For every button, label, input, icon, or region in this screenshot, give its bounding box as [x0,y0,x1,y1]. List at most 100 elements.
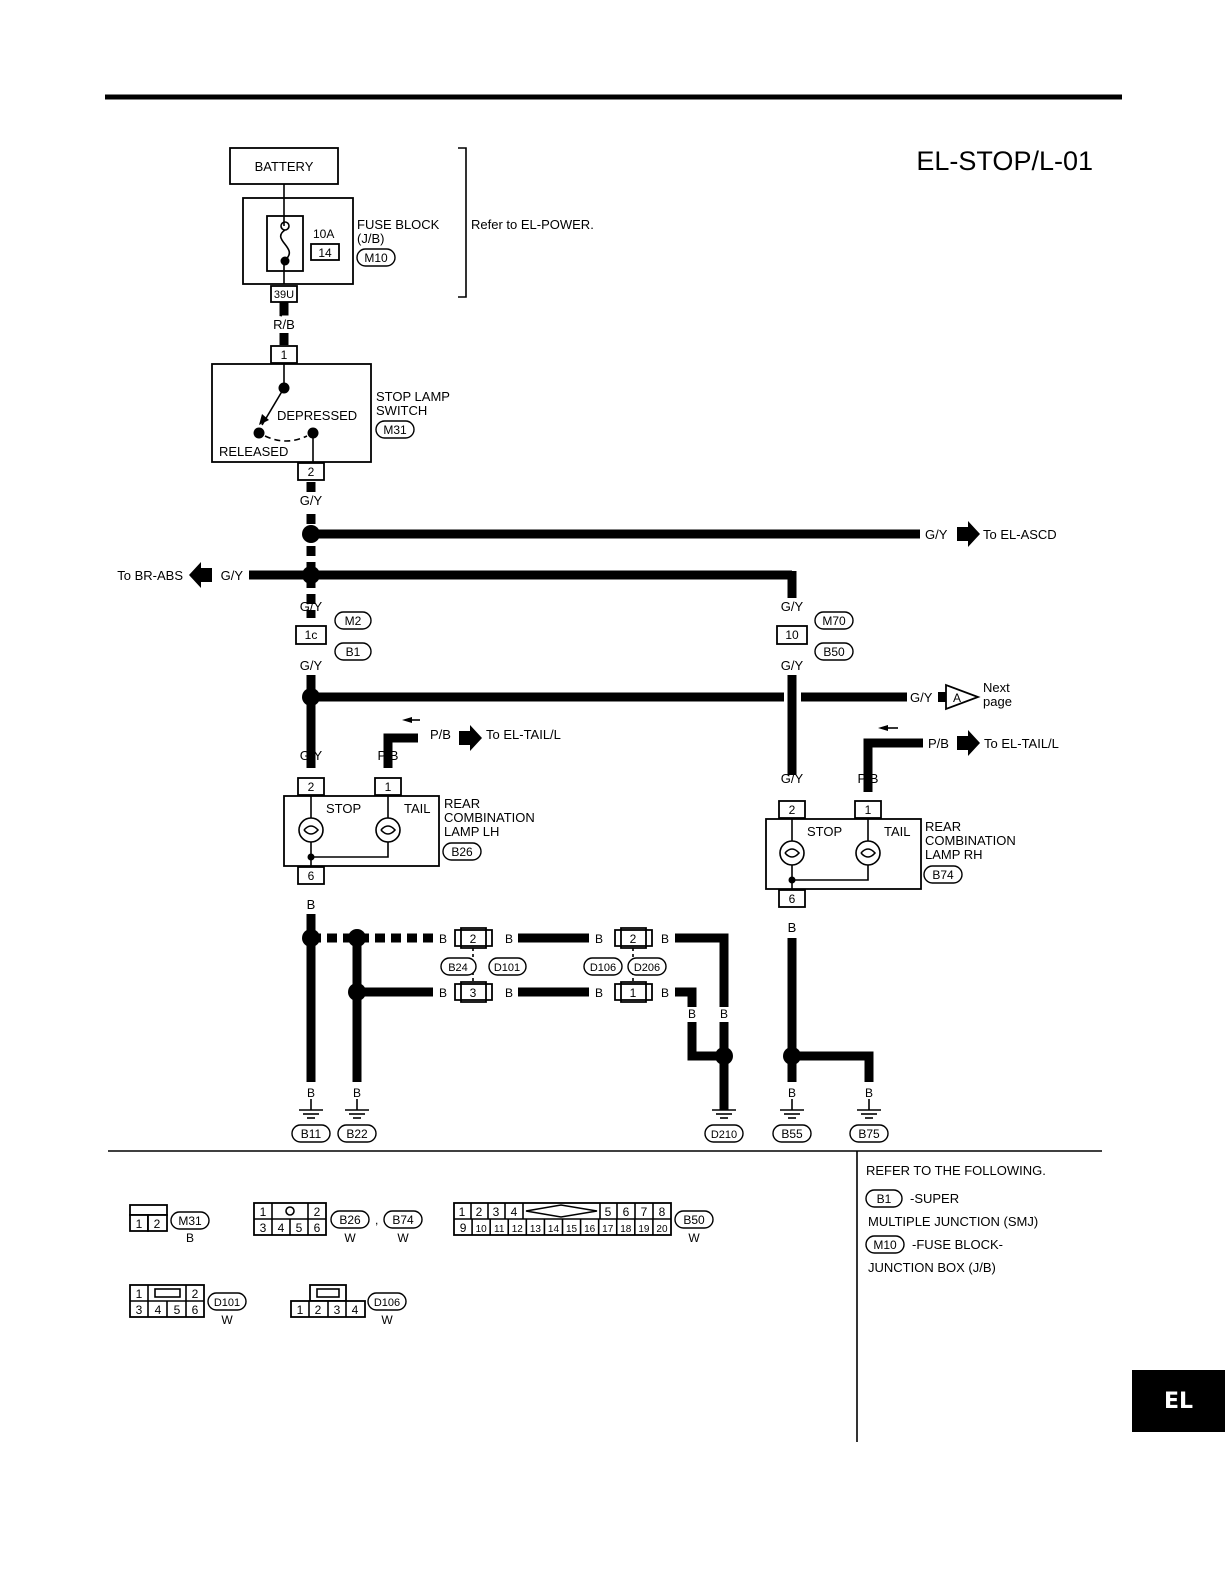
svg-text:2: 2 [314,1205,321,1219]
refer-item2-conn: M10 [873,1238,897,1252]
svg-text:W: W [221,1313,233,1327]
svg-text:4: 4 [511,1205,518,1219]
svg-text:B24: B24 [448,962,468,974]
wire-gy-ascd: G/Y [925,527,948,542]
fuse-block: 10A 14 [242,197,354,285]
junction-left: 1c M2 B1 [295,611,372,661]
b50-pin: 14 [548,1224,560,1235]
b50-pin: 12 [512,1224,524,1235]
to-abs: To BR-ABS [117,568,183,583]
legend-d101: 1 2 3 4 5 6 D101 W [129,1284,247,1327]
svg-text:B: B [353,1086,361,1100]
svg-text:TAIL: TAIL [404,801,431,816]
wire-b-rh: B [788,920,797,935]
wire-b-c2c: B [661,932,669,946]
svg-text:D206: D206 [634,962,660,974]
section-tab: EL [1132,1370,1225,1432]
svg-text:STOP: STOP [326,801,361,816]
arrow-right-icon [957,730,980,756]
svg-text:1: 1 [297,1303,304,1317]
to-ascd: To EL-ASCD [983,527,1057,542]
next-page-2: page [983,694,1012,709]
rear-lamp-rh: 2 1 STOP TAIL 6 [765,800,922,908]
wire-b-c1d: B [505,986,513,1000]
svg-text:7: 7 [641,1205,648,1219]
svg-text:4: 4 [352,1303,359,1317]
svg-text:6: 6 [314,1221,321,1235]
svg-text:39U: 39U [274,289,294,301]
svg-text:14: 14 [318,246,332,260]
svg-text:,: , [375,1213,378,1227]
wire-gy-r1: G/Y [781,599,804,614]
svg-text:4: 4 [278,1221,285,1235]
wire-b-c2d: B [661,986,669,1000]
wire-gy-3: G/Y [300,658,323,673]
wire-gy-2: G/Y [300,599,323,614]
svg-text:1: 1 [630,986,637,1000]
svg-text:M70: M70 [822,614,846,628]
svg-text:B: B [788,1086,796,1100]
wire-pb-rh: P/B [928,736,949,751]
svg-text:B75: B75 [858,1127,880,1141]
ground-b22: B B22 [337,1085,377,1143]
wire-pb-lh: P/B [430,727,451,742]
fuse-block-label: FUSE BLOCK [357,217,440,232]
lamp-rh-label1: REAR [925,819,961,834]
wire-b-c1a: B [439,932,447,946]
svg-text:M31: M31 [178,1214,202,1228]
svg-text:TAIL: TAIL [884,824,911,839]
refer-power: Refer to EL-POWER. [471,217,594,232]
fuse-block-conn: M10 [364,251,388,265]
connector-b24-d101: 2 3 B24 D101 [440,927,527,1003]
wire-b-lh: B [307,897,316,912]
stop-lamp-switch: 1 DEPRESSED RELEASED 2 [211,345,372,481]
svg-text:D101: D101 [214,1297,240,1309]
svg-text:W: W [688,1231,700,1245]
svg-text:2: 2 [308,465,315,479]
svg-text:2: 2 [470,932,477,946]
b50-pin: 9 [460,1221,467,1235]
svg-text:1: 1 [260,1205,267,1219]
arrow-left-icon [189,562,212,588]
junction-right: 10 M70 B50 [776,611,854,661]
b50-pin: 18 [620,1224,632,1235]
wire-b-c1c: B [505,932,513,946]
battery: BATTERY [229,147,339,185]
svg-text:3: 3 [493,1205,500,1219]
next-marker: A [953,691,961,705]
b50-pin: 20 [656,1224,668,1235]
svg-text:6: 6 [308,869,315,883]
svg-text:B50: B50 [823,645,845,659]
svg-text:B22: B22 [346,1127,368,1141]
b50-pin: 19 [638,1224,650,1235]
legend-b26-b74: 1 2 3 4 5 6 B26 W , B74 W [253,1202,423,1245]
refer-item1-text: -SUPER [910,1191,959,1206]
svg-text:10: 10 [785,628,799,642]
svg-text:2: 2 [308,780,315,794]
next-page-marker [945,683,981,711]
svg-text:W: W [397,1231,409,1245]
svg-text:1: 1 [136,1217,143,1231]
arrow-right-icon [957,521,980,547]
svg-text:D106: D106 [590,962,616,974]
fuse-icon [279,229,291,261]
refer-heading: REFER TO THE FOLLOWING. [866,1163,1046,1178]
next-page-1: Next [983,680,1010,695]
connector-d106-d206: 2 1 D106 D206 [583,927,667,1003]
svg-text:B74: B74 [392,1213,414,1227]
stop-switch-conn: M31 [383,423,407,437]
refer-item1-cont: MULTIPLE JUNCTION (SMJ) [868,1214,1038,1229]
svg-text:W: W [344,1231,356,1245]
lamp-rh-label2: COMBINATION [925,833,1016,848]
wire-gy-rh: G/Y [781,771,804,786]
wire-gy-r2: G/Y [781,658,804,673]
svg-text:1: 1 [385,780,392,794]
b50-pin: 11 [494,1224,505,1235]
refer-item1-conn: B1 [877,1192,892,1206]
svg-text:2: 2 [154,1217,161,1231]
lamp-lh-label3: LAMP LH [444,824,499,839]
wire-gy-next: G/Y [910,690,933,705]
svg-text:B50: B50 [683,1213,705,1227]
svg-text:2: 2 [192,1287,199,1301]
svg-text:B55: B55 [781,1127,803,1141]
